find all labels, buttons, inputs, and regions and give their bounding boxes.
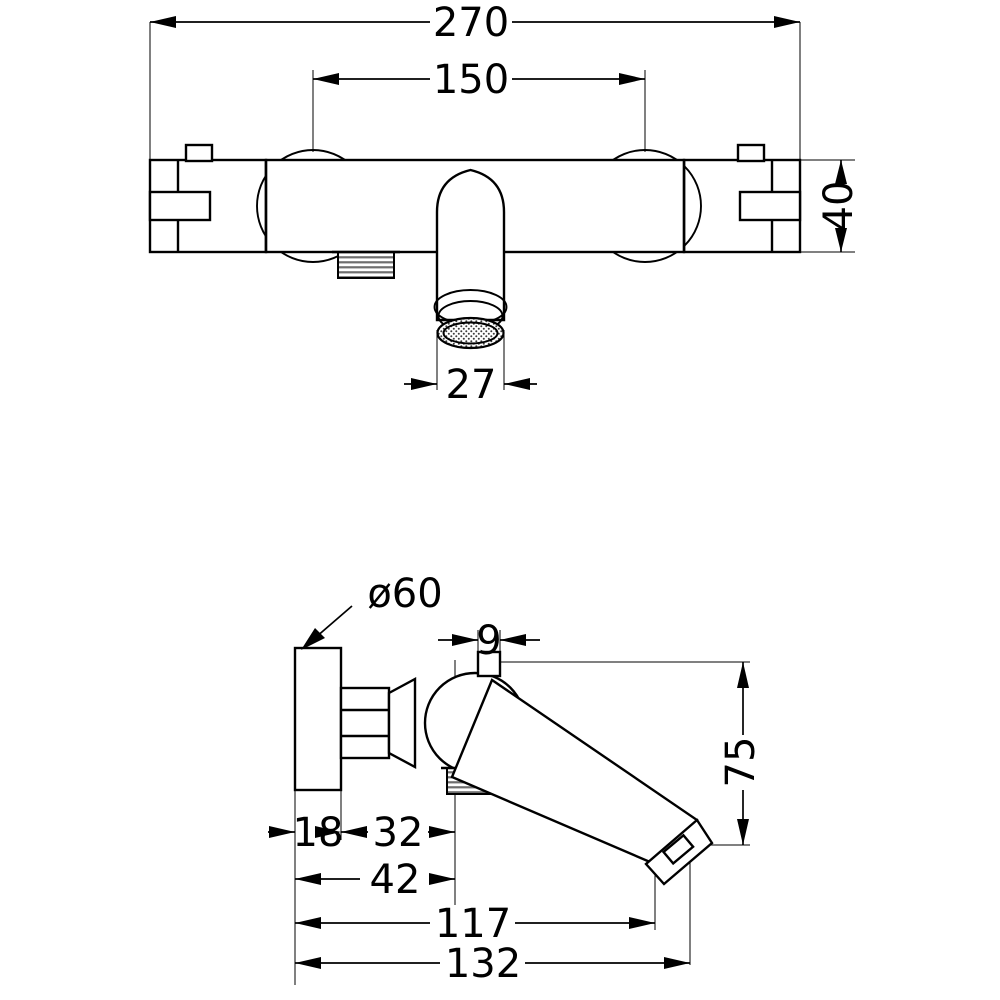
dimension-9-label: 9 bbox=[476, 618, 501, 664]
dimension-42: 42 bbox=[295, 857, 455, 903]
dimension-42-label: 42 bbox=[370, 857, 421, 903]
wall-plate bbox=[293, 646, 343, 792]
right-union-nib bbox=[736, 143, 766, 163]
dimension-150: 150 bbox=[313, 57, 645, 103]
spout-side bbox=[450, 678, 714, 886]
union-block bbox=[339, 686, 391, 760]
side-union bbox=[339, 676, 417, 770]
side-elevation-view: ø60 9 75 18 bbox=[268, 571, 764, 987]
dimension-117-label: 117 bbox=[435, 901, 511, 947]
dimension-132-label: 132 bbox=[445, 941, 521, 987]
left-union-tab bbox=[148, 190, 212, 222]
dimension-75: 75 bbox=[718, 662, 764, 845]
dimension-117: 117 bbox=[295, 901, 655, 947]
hose-outlet-thread bbox=[337, 251, 395, 279]
dimension-d60-label: ø60 bbox=[367, 571, 442, 617]
dimension-18-label: 18 bbox=[293, 810, 344, 856]
hose-outlet-connector bbox=[332, 250, 400, 279]
dimension-150-label: 150 bbox=[433, 57, 509, 103]
left-union-nib bbox=[184, 143, 214, 163]
front-extension-lines bbox=[149, 22, 855, 390]
dimension-32: 32 bbox=[341, 810, 455, 856]
dimension-27: 27 bbox=[404, 362, 537, 408]
spout-aerator-face bbox=[661, 833, 695, 866]
dimension-40: 40 bbox=[816, 160, 862, 252]
dimension-270-label: 270 bbox=[433, 0, 509, 46]
front-elevation-view: 270 150 40 27 bbox=[148, 0, 862, 408]
union-taper bbox=[387, 676, 417, 770]
dimension-27-label: 27 bbox=[446, 362, 497, 408]
dimension-9: 9 bbox=[438, 618, 540, 664]
spout-front bbox=[433, 168, 508, 350]
right-union-tab bbox=[738, 190, 802, 222]
dimension-132: 132 bbox=[295, 941, 690, 987]
leader-d60: ø60 bbox=[301, 571, 443, 650]
dimension-40-label: 40 bbox=[816, 181, 862, 232]
dimension-270: 270 bbox=[150, 0, 800, 46]
dimension-18: 18 bbox=[268, 810, 343, 856]
valve-stem bbox=[476, 650, 502, 678]
dimension-75-label: 75 bbox=[718, 737, 764, 788]
aerator-inner-ring bbox=[442, 321, 499, 345]
spout-body bbox=[435, 168, 506, 322]
dimension-32-label: 32 bbox=[373, 810, 424, 856]
